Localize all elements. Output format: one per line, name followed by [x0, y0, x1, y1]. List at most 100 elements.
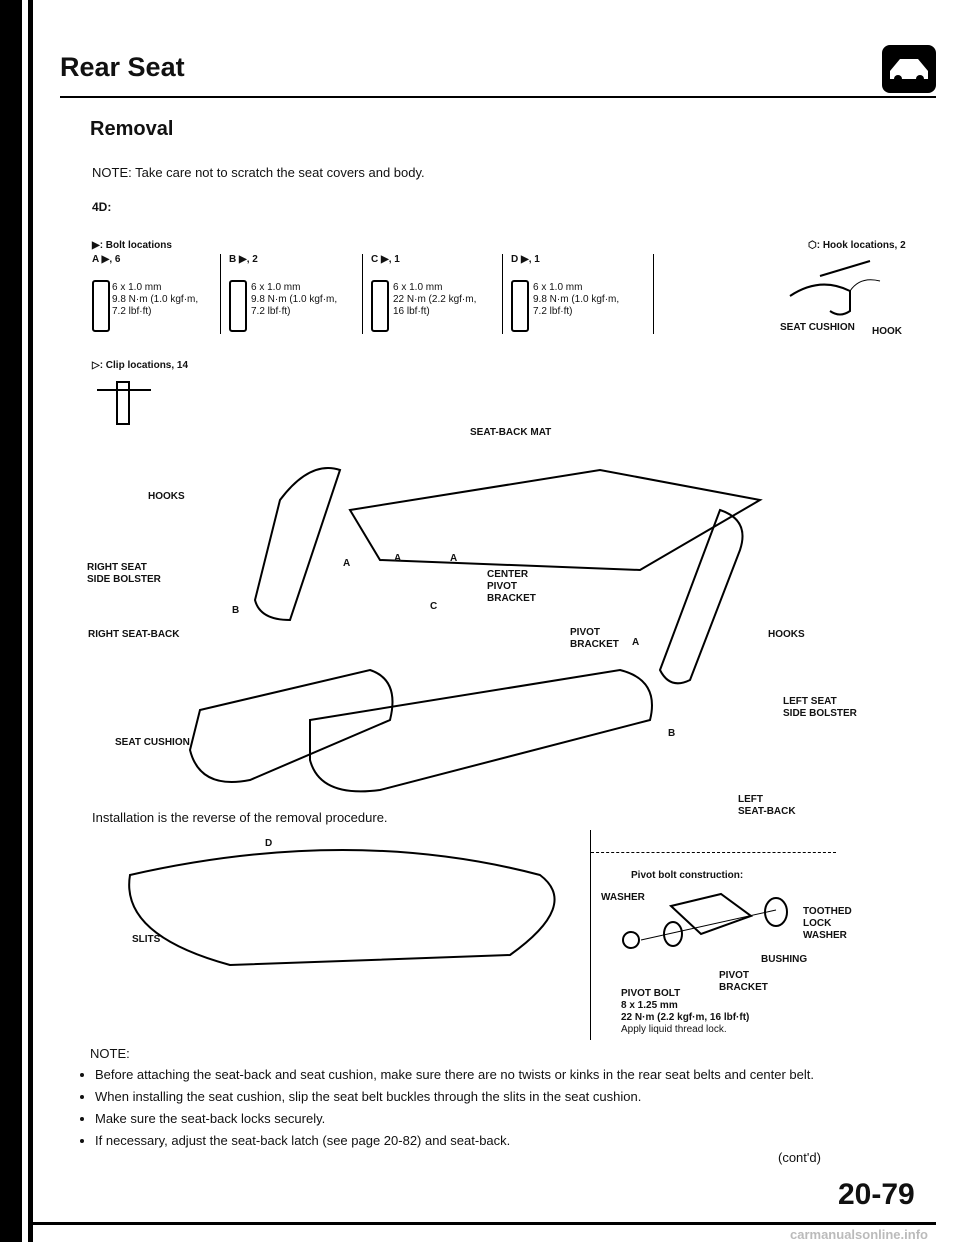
box-top-rule: [591, 852, 836, 853]
clip-locations-label: ▷: Clip locations, 14: [92, 360, 189, 371]
pivot-box-title: Pivot bolt construction:: [631, 870, 744, 881]
label-line: TOOTHED: [803, 906, 852, 917]
washer-label: WASHER: [601, 892, 645, 903]
seat-exploded-diagram: [188, 467, 763, 793]
bolt-size: 6 x 1.0 mm: [533, 282, 583, 293]
bolt-torque: 9.8 N·m (1.0 kgf·m,: [251, 294, 338, 305]
bolt-torque: 9.8 N·m (1.0 kgf·m,: [533, 294, 620, 305]
label-line: WASHER: [803, 930, 847, 941]
bolt-torque-imperial: 7.2 lbf·ft): [112, 306, 152, 317]
label-line: LEFT SEAT: [783, 696, 837, 707]
note-item: When installing the seat cushion, slip t…: [95, 1088, 945, 1106]
notes-label: NOTE:: [90, 1046, 130, 1061]
seat-cushion-outline: [128, 849, 556, 967]
label-line: BRACKET: [487, 593, 536, 604]
seat-cushion-label: SEAT CUSHION: [115, 737, 190, 748]
bolt-size: 6 x 1.0 mm: [251, 282, 301, 293]
hook-detail: SEAT CUSHION HOOK: [780, 256, 902, 346]
bolt-torque: 22 N·m (2.2 kgf·m,: [393, 294, 477, 305]
label-line: PIVOT: [570, 627, 601, 638]
bolt-A: A ▶, 6 6 x 1.0 mm 9.8 N·m (1.0 kgf·m, 7.…: [92, 254, 237, 334]
marker-B: B: [232, 605, 240, 616]
marker-D: D: [265, 838, 273, 849]
page-number: 20-79: [838, 1178, 915, 1211]
label-line: BRACKET: [570, 639, 619, 650]
bolt-D: D ▶, 1 6 x 1.0 mm 9.8 N·m (1.0 kgf·m, 7.…: [502, 254, 654, 334]
car-side-icon: [882, 45, 936, 93]
bolt-torque-imperial: 16 lbf·ft): [393, 306, 430, 317]
bolt-id: A ▶, 6: [92, 254, 121, 265]
continued-label: (cont'd): [778, 1150, 821, 1165]
model-label: 4D:: [92, 200, 112, 214]
hook-illustration: [789, 260, 881, 316]
thread-lock-note: Apply liquid thread lock.: [621, 1024, 727, 1035]
bolt-size: 6 x 1.0 mm: [112, 282, 162, 293]
left-binding-line: [28, 0, 33, 1242]
left-binding-bar: [0, 0, 22, 1242]
note-item: Make sure the seat-back locks securely.: [95, 1110, 945, 1128]
note-item: Before attaching the seat-back and seat …: [95, 1066, 945, 1084]
bolt-icon: [511, 280, 529, 332]
bolt-torque-imperial: 7.2 lbf·ft): [251, 306, 291, 317]
label-line: SIDE BOLSTER: [87, 574, 161, 585]
marker-C: C: [430, 601, 438, 612]
section-title: Removal: [90, 118, 174, 140]
label-line: PIVOT: [487, 581, 518, 592]
pivot-bolt-torque: 22 N·m (2.2 kgf·m, 16 lbf·ft): [621, 1012, 750, 1023]
seat-cushion-label: SEAT CUSHION: [780, 322, 855, 333]
bolt-id: D ▶, 1: [511, 254, 540, 265]
marker-B: B: [668, 728, 676, 739]
bolt-icon: [371, 280, 389, 332]
notes-list: Before attaching the seat-back and seat …: [55, 1066, 945, 1154]
bolt-C: C ▶, 1 6 x 1.0 mm 22 N·m (2.2 kgf·m, 16 …: [362, 254, 503, 334]
installation-note: Installation is the reverse of the remov…: [92, 810, 388, 825]
removal-note: NOTE: Take care not to scratch the seat …: [92, 165, 425, 180]
bolt-id: B ▶, 2: [229, 254, 258, 265]
marker-A: A: [394, 553, 402, 564]
bolt-id: C ▶, 1: [371, 254, 400, 265]
label-line: PIVOT: [719, 970, 750, 981]
right-seat-back-label: RIGHT SEAT-BACK: [88, 629, 180, 640]
hook-locations-label: ⬡: Hook locations, 2: [808, 240, 906, 251]
marker-A: A: [450, 553, 458, 564]
bolt-legend: A ▶, 6 6 x 1.0 mm 9.8 N·m (1.0 kgf·m, 7.…: [92, 254, 672, 334]
label-line: CENTER: [487, 569, 529, 580]
bolt-size: 6 x 1.0 mm: [393, 282, 443, 293]
label-line: SEAT-BACK: [738, 806, 796, 817]
bolt-icon: [229, 280, 247, 332]
label-line: SIDE BOLSTER: [783, 708, 857, 719]
bolt-B: B ▶, 2 6 x 1.0 mm 9.8 N·m (1.0 kgf·m, 7.…: [220, 254, 366, 334]
watermark: carmanualsonline.info: [790, 1227, 928, 1242]
seat-back-mat-label: SEAT-BACK MAT: [470, 427, 552, 438]
bolt-icon: [92, 280, 110, 332]
header-rule: [60, 96, 936, 98]
hooks-left-label: HOOKS: [148, 491, 185, 502]
hooks-right-label: HOOKS: [768, 629, 805, 640]
marker-A: A: [343, 558, 351, 569]
pivot-bolt-label: PIVOT BOLT: [621, 988, 681, 999]
clip-icon: [97, 381, 151, 425]
footer-rule: [30, 1222, 936, 1225]
label-line: RIGHT SEAT: [87, 562, 147, 573]
label-line: LEFT: [738, 794, 763, 805]
bolt-locations-label: ▶: Bolt locations: [92, 240, 172, 251]
note-item: If necessary, adjust the seat-back latch…: [95, 1132, 945, 1150]
marker-A: A: [632, 637, 640, 648]
page-title: Rear Seat: [60, 52, 185, 82]
hook-label: HOOK: [872, 326, 902, 337]
bushing-label: BUSHING: [761, 954, 808, 965]
label-line: LOCK: [803, 918, 832, 929]
bolt-torque-imperial: 7.2 lbf·ft): [533, 306, 573, 317]
label-line: BRACKET: [719, 982, 768, 993]
pivot-assembly-illustration: [622, 892, 788, 949]
bolt-torque: 9.8 N·m (1.0 kgf·m,: [112, 294, 199, 305]
slits-label: SLITS: [132, 934, 161, 945]
